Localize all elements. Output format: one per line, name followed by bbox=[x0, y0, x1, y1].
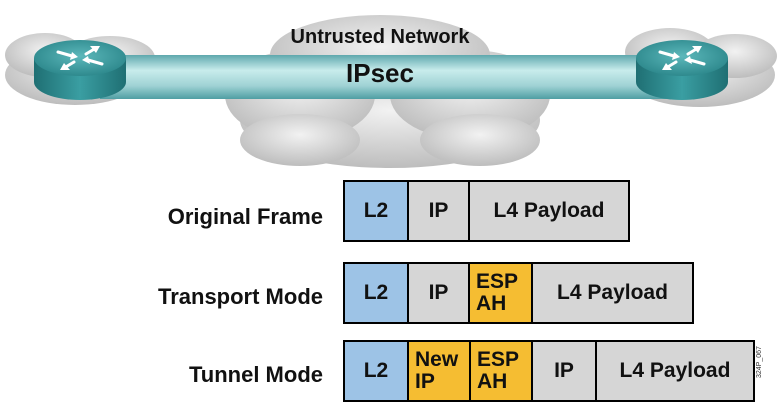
cell-ip: IP bbox=[409, 264, 470, 322]
cell-new-ip-line2: IP bbox=[415, 370, 435, 393]
cell-ip: IP bbox=[533, 342, 597, 400]
cell-l2: L2 bbox=[345, 342, 409, 400]
cell-ip: IP bbox=[409, 182, 470, 240]
cell-esp-ah-line2: AH bbox=[477, 370, 508, 393]
frame-tunnel: L2 New IP ESP AH IP L4 Payload bbox=[343, 340, 755, 402]
frame-original: L2 IP L4 Payload bbox=[343, 180, 630, 242]
router-right-icon bbox=[636, 40, 728, 100]
cell-esp-ah: ESP AH bbox=[470, 264, 533, 322]
cell-esp-ah-line1: ESP bbox=[476, 269, 519, 293]
figure-id: 324P_067 bbox=[756, 346, 763, 378]
tunnel-label: IPsec bbox=[346, 58, 414, 88]
cell-l2: L2 bbox=[345, 264, 409, 322]
network-title: Untrusted Network bbox=[290, 26, 470, 48]
row-label-original-frame: Original Frame bbox=[167, 204, 323, 229]
cell-esp-ah-line1: ESP bbox=[477, 347, 520, 371]
network-topology bbox=[5, 15, 777, 168]
row-label-transport-mode: Transport Mode bbox=[157, 284, 323, 309]
cell-l4-payload: L4 Payload bbox=[597, 342, 753, 400]
cell-new-ip: New IP bbox=[409, 342, 471, 400]
cell-l4-payload: L4 Payload bbox=[533, 264, 692, 322]
cell-new-ip-line1: New bbox=[415, 347, 459, 371]
row-label-tunnel-mode: Tunnel Mode bbox=[188, 362, 323, 387]
cell-esp-ah: ESP AH bbox=[471, 342, 533, 400]
frame-transport: L2 IP ESP AH L4 Payload bbox=[343, 262, 694, 324]
cell-l4-payload: L4 Payload bbox=[470, 182, 628, 240]
cell-esp-ah-line2: AH bbox=[476, 292, 507, 315]
cell-l2: L2 bbox=[345, 182, 409, 240]
router-left-icon bbox=[34, 40, 126, 100]
